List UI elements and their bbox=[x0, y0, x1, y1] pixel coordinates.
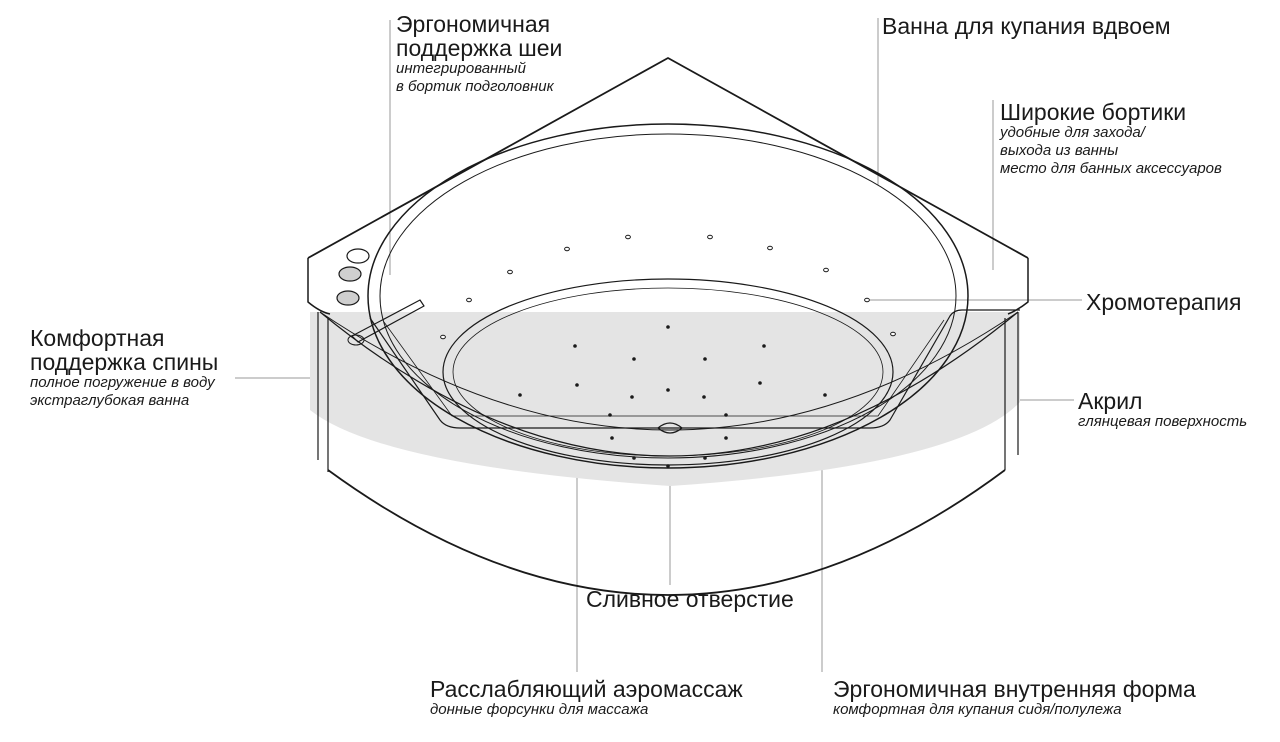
bowl-floor-lower bbox=[452, 287, 884, 457]
wide-rims-title: Широкие бортики bbox=[1000, 99, 1187, 125]
callout-inner-shape: Эргономичная внутренняя форма комфортная… bbox=[833, 677, 1196, 719]
right-leg bbox=[1004, 312, 1019, 470]
wide-rims-sub-line1: удобные для захода/ bbox=[1000, 124, 1145, 142]
callout-drain: Сливное отверстие bbox=[586, 587, 794, 611]
acrylic-sub: глянцевая поверхность bbox=[1078, 413, 1248, 431]
callout-neck-support: Эргономичная поддержка шеи интегрированн… bbox=[396, 12, 562, 96]
wall-hydro-jets bbox=[440, 234, 896, 340]
callout-chromotherapy: Хромотерапия bbox=[1086, 290, 1241, 314]
neck-sub-line2: в бортик подголовник bbox=[396, 77, 554, 95]
seat-contour-inner bbox=[383, 319, 945, 417]
left-rim-corner bbox=[307, 258, 331, 315]
back-sub-line2: экстраглубокая ванна bbox=[30, 391, 190, 409]
acrylic-glass-panels bbox=[310, 312, 1020, 486]
aeromassage-sub: донные форсунки для массажа bbox=[430, 701, 649, 719]
drain-title: Сливное отверстие bbox=[586, 586, 794, 612]
chromotherapy-title: Хромотерапия bbox=[1086, 289, 1242, 315]
bath-for-two-title: Ванна для купания вдвоем bbox=[882, 13, 1171, 39]
wide-rims-sub-line3: место для банных аксессуаров bbox=[1000, 159, 1222, 177]
seat-contour bbox=[369, 309, 1020, 429]
control-knob-3 bbox=[336, 290, 360, 306]
inner-bowl-outer bbox=[367, 123, 969, 469]
drain-fitting bbox=[657, 422, 683, 434]
front-skirt-bottom bbox=[327, 469, 1006, 596]
right-rim-corner bbox=[1007, 258, 1029, 315]
inner-bowl-rim bbox=[379, 133, 957, 459]
neck-sub-line1: интегрированный bbox=[396, 60, 526, 78]
inner-shape-sub: комфортная для купания сидя/полулежа bbox=[833, 701, 1122, 719]
callout-wide-rims: Широкие бортики удобные для захода/ выхо… bbox=[1000, 100, 1222, 177]
bathtub-outline bbox=[307, 57, 1029, 596]
top-rim-edge bbox=[307, 57, 1029, 259]
acrylic-title: Акрил bbox=[1078, 388, 1143, 414]
back-title-line1: Комфортная bbox=[30, 325, 165, 351]
callout-acrylic: Акрил глянцевая поверхность bbox=[1078, 389, 1247, 431]
wide-rims-sub-line2: выхода из ванны bbox=[1000, 141, 1119, 159]
control-knob-1 bbox=[346, 248, 370, 264]
inner-shape-title: Эргономичная внутренняя форма bbox=[833, 676, 1196, 702]
spout-base bbox=[347, 334, 365, 346]
callout-aeromassage: Расслабляющий аэромассаж донные форсунки… bbox=[430, 677, 743, 719]
back-sub-line1: полное погружение в воду bbox=[30, 374, 215, 392]
spout bbox=[351, 299, 425, 343]
neck-title-line2: поддержка шеи bbox=[396, 35, 563, 62]
aeromassage-title: Расслабляющий аэромассаж bbox=[430, 676, 743, 702]
control-knob-2 bbox=[338, 266, 362, 282]
callout-back-support: Комфортная поддержка спины полное погруж… bbox=[30, 326, 218, 410]
back-title-line2: поддержка спины bbox=[30, 349, 219, 376]
skirt-inner-line bbox=[319, 311, 1019, 431]
bottom-air-jets bbox=[518, 325, 827, 468]
neck-title-line1: Эргономичная bbox=[396, 11, 551, 37]
left-leg bbox=[317, 312, 329, 472]
callout-bath-for-two: Ванна для купания вдвоем bbox=[882, 14, 1171, 38]
